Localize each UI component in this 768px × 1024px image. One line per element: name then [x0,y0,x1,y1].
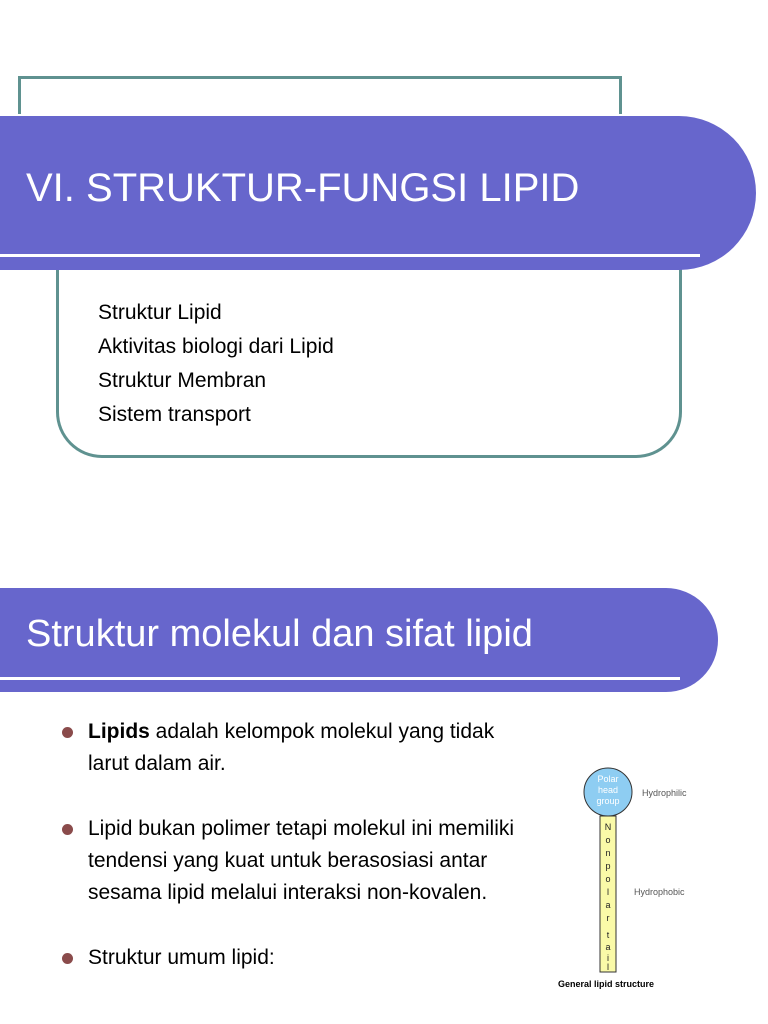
tail-letter: n [605,848,610,858]
slide1-content-frame [56,238,682,458]
polar-head-shape [583,767,633,817]
bullet-text: adalah kelompok molekul yang tidak larut… [88,720,495,775]
topic-item: Sistem transport [98,403,251,426]
bullet-dot-icon [62,953,73,964]
diagram-caption: General lipid structure [558,979,654,989]
tail-letter: r [607,913,610,923]
tail-letter: a [605,900,610,910]
slide2-title-rule [0,677,680,680]
topic-item: Aktivitas biologi dari Lipid [98,335,334,358]
slide2-title: Struktur molekul dan sifat lipid [26,613,533,655]
tail-letter: a [605,942,610,952]
tail-letter: o [605,874,610,884]
topic-item: Struktur Membran [98,369,267,392]
tail-letter: t [607,930,610,940]
bullet-dot-icon [62,824,73,835]
slide1-title-rule [0,254,700,257]
head-label-line: group [596,796,619,806]
head-label-line: head [598,785,618,795]
head-label-line: Polar [597,774,618,784]
slide1-title-banner [0,116,756,270]
lipid-structure-diagram: Polar head group N o n p o l a r t a i l… [558,767,687,989]
tail-letters: N o n p o l a r t a i l [605,822,612,972]
hydrophilic-label: Hydrophilic [642,788,687,798]
slide1-top-frame [18,76,622,114]
tail-letter: o [605,835,610,845]
slide2-title-banner [0,588,718,692]
slide1-title: VI. STRUKTUR-FUNGSI LIPID [26,166,580,210]
tail-letter: l [607,887,609,897]
slide2-bullet-list: Lipids adalah kelompok molekul yang tida… [62,716,532,1007]
tail-letter: N [605,822,612,832]
bullet-item: Lipid bukan polimer tetapi molekul ini m… [62,813,532,909]
bullet-text: Lipid bukan polimer tetapi molekul ini m… [88,817,515,904]
topic-item: Struktur Lipid [98,301,222,324]
tail-letter: i [607,953,609,963]
slide1-topic-list: Struktur Lipid Aktivitas biologi dari Li… [98,296,334,432]
bullet-bold-term: Lipids [88,720,150,743]
tail-letter: p [605,861,610,871]
bullet-dot-icon [62,727,73,738]
bullet-item: Struktur umum lipid: [62,942,532,974]
bullet-text: Struktur umum lipid: [88,946,275,969]
hydrophobic-label: Hydrophobic [634,887,685,897]
tail-letter: l [607,962,609,972]
bullet-item: Lipids adalah kelompok molekul yang tida… [62,716,532,780]
